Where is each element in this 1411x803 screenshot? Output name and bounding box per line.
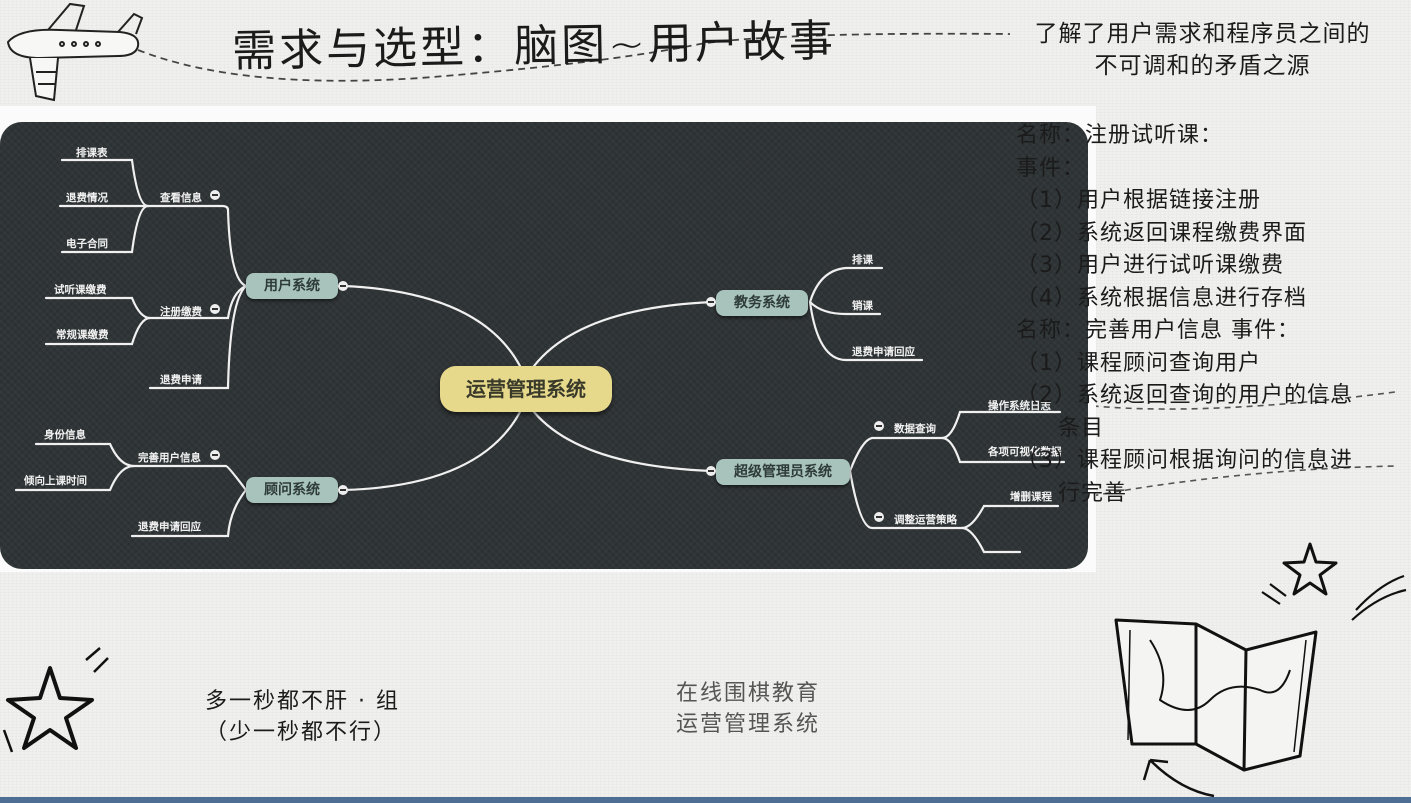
mindmap-leaf[interactable]: 试听课缴费 [54, 284, 107, 296]
team-line: 多一秒都不肝 · 组 [205, 689, 400, 714]
mindmap-leaf[interactable]: 倾向上课时间 [24, 475, 87, 487]
user-story-panel: 名称：注册试听课： 事件： （1）用户根据链接注册 （2）系统返回课程缴费界面 … [1016, 120, 1401, 510]
story-name: 名称：完善用户信息 事件： [1016, 318, 1300, 343]
star-icon [2, 647, 109, 753]
branch-user-system[interactable]: 用户系统 [246, 273, 338, 299]
collapse-toggle[interactable] [706, 466, 716, 476]
mindmap-node-view-info[interactable]: 查看信息 [160, 192, 202, 204]
branch-teaching-system[interactable]: 教务系统 [716, 290, 808, 316]
story-step: （2）系统返回查询的用户的信息 [1016, 383, 1353, 408]
collapse-toggle[interactable] [210, 190, 220, 200]
story-step: （3）用户进行试听课缴费 [1016, 253, 1284, 278]
story-step: （4）系统根据信息进行存档 [1016, 285, 1307, 311]
team-line: （少一秒都不行） [205, 720, 398, 745]
story-step-continued: 行完善 [1058, 480, 1128, 506]
collapse-toggle[interactable] [210, 304, 220, 314]
branch-super-admin-system[interactable]: 超级管理员系统 [716, 459, 850, 485]
story-step-continued: 条目 [1058, 415, 1105, 441]
mindmap-canvas [0, 122, 1088, 569]
collapse-toggle[interactable] [210, 450, 220, 460]
mindmap-leaf[interactable]: 电子合同 [66, 238, 108, 250]
mindmap-leaf[interactable]: 退费情况 [66, 192, 108, 204]
story-event-label: 事件： [1016, 155, 1086, 181]
story-step: （1）用户根据链接注册 [1016, 188, 1261, 213]
collapse-toggle[interactable] [338, 485, 348, 495]
mindmap-leaf[interactable]: 退费申请回应 [852, 346, 915, 358]
collapse-toggle[interactable] [874, 421, 884, 431]
team-name: 多一秒都不肝 · 组 （少一秒都不行） [205, 686, 400, 748]
subtitle-line: 了解了用户需求和程序员之间的 [1034, 21, 1371, 47]
story-name: 名称：注册试听课： [1016, 123, 1224, 148]
mindmap-root[interactable]: 运营管理系统 [440, 366, 612, 412]
mindmap-leaf[interactable]: 排课表 [76, 147, 108, 159]
mindmap-leaf[interactable]: 增删课程 [1010, 491, 1052, 503]
mindmap-leaf[interactable]: 各项可视化数据 [988, 446, 1062, 458]
story-step: （2）系统返回课程缴费界面 [1016, 220, 1307, 246]
mindmap-node-register-pay[interactable]: 注册缴费 [160, 306, 202, 318]
story-step: （3）课程顾问根据询问的信息进 [1016, 448, 1353, 473]
mindmap-leaf[interactable]: 退费申请回应 [138, 521, 201, 533]
subtitle-line: 不可调和的矛盾之源 [1094, 53, 1311, 79]
mindmap-leaf[interactable]: 退费申请 [160, 374, 202, 386]
mindmap-leaf[interactable]: 身份信息 [44, 429, 86, 441]
mindmap-leaf[interactable]: 排课 [852, 254, 873, 266]
page-subtitle: 了解了用户需求和程序员之间的 不可调和的矛盾之源 [1000, 18, 1405, 82]
arrow-icon [1142, 758, 1215, 798]
project-line: 运营管理系统 [676, 712, 821, 737]
story-step: （1）课程顾问查询用户 [1016, 350, 1261, 376]
mindmap-leaf[interactable]: 销课 [852, 300, 873, 312]
airplane-icon [6, 2, 144, 102]
mindmap-node-data-query[interactable]: 数据查询 [894, 423, 936, 435]
branch-advisor-system[interactable]: 顾问系统 [246, 477, 338, 503]
collapse-toggle[interactable] [338, 281, 348, 291]
project-name: 在线围棋教育 运营管理系统 [676, 678, 820, 740]
mindmap-leaf[interactable]: 操作系统日志 [988, 400, 1051, 412]
story-divider-2 [1059, 465, 1396, 503]
collapse-toggle[interactable] [706, 297, 716, 307]
collapse-toggle[interactable] [874, 512, 884, 522]
mindmap-node-complete-info[interactable]: 完善用户信息 [138, 452, 201, 464]
bottom-bar [0, 797, 1411, 803]
map-icon [1114, 618, 1318, 772]
mindmap-leaf[interactable]: 常规课缴费 [56, 329, 109, 341]
project-line: 在线围棋教育 [676, 681, 821, 706]
mindmap-node-adjust-strategy[interactable]: 调整运营策略 [894, 514, 957, 526]
star-icon [1261, 542, 1407, 621]
